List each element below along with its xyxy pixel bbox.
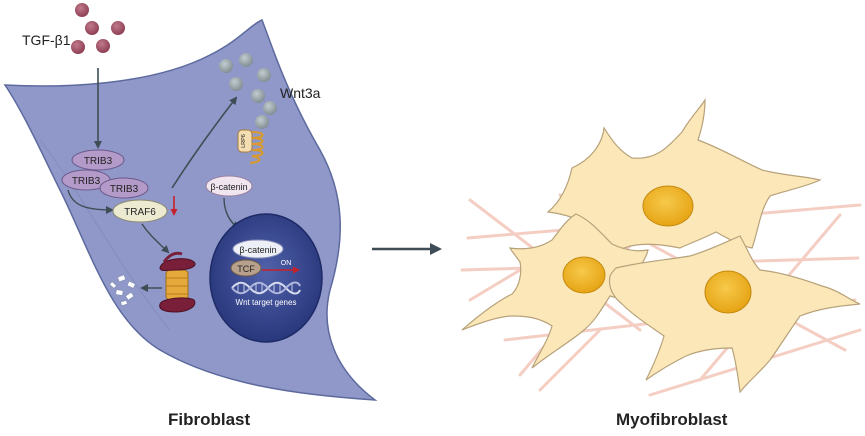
tgf-label: TGF-β1 bbox=[22, 32, 71, 48]
svg-text:TRIB3: TRIB3 bbox=[72, 176, 101, 187]
dna-helix bbox=[231, 281, 301, 295]
traf6-protein: TRAF6 bbox=[112, 199, 168, 223]
tcf-factor: TCF bbox=[230, 259, 262, 277]
myofibroblast-panel: Myofibroblast bbox=[460, 97, 862, 429]
myofibroblast-cell-left bbox=[461, 213, 660, 369]
myofibroblast-caption: Myofibroblast bbox=[616, 410, 728, 429]
on-label: ON bbox=[281, 260, 292, 267]
traf6-proteasome-arrow bbox=[141, 223, 170, 254]
proteasome bbox=[159, 251, 196, 313]
svg-text:TCF: TCF bbox=[237, 264, 255, 274]
svg-text:TRAF6: TRAF6 bbox=[124, 207, 156, 218]
trib3-right: TRIB3 bbox=[99, 177, 149, 199]
myofibroblast-nucleus-right bbox=[704, 270, 752, 314]
beta-catenin-cytoplasm: β-catenin bbox=[205, 175, 253, 197]
trib3-traf6-arrow bbox=[67, 189, 114, 214]
wnt-target-label: Wnt target genes bbox=[236, 298, 297, 307]
lrp6-receptor: LRP6 bbox=[237, 129, 264, 165]
wnt3a-label: Wnt3a bbox=[280, 85, 321, 101]
wnt3a-ligands bbox=[219, 53, 277, 129]
svg-text:β-catenin: β-catenin bbox=[239, 245, 276, 255]
fibroblast-panel: TGF-β1 TRIB3 TRIB3 TRIB3 TRAF6 bbox=[3, 3, 378, 429]
svg-text:TRIB3: TRIB3 bbox=[110, 184, 139, 195]
trib3-top: TRIB3 bbox=[71, 149, 125, 171]
svg-text:LRP6: LRP6 bbox=[241, 134, 247, 148]
myofibroblast-cell-right bbox=[608, 235, 861, 394]
transition-arrow bbox=[372, 243, 442, 255]
tgf-ligands bbox=[71, 3, 125, 54]
svg-text:TRIB3: TRIB3 bbox=[84, 156, 113, 167]
myofibroblast-nucleus-top bbox=[642, 185, 694, 227]
wnt-secretion-arrow bbox=[171, 96, 238, 189]
myofibroblast-nucleus-left bbox=[562, 256, 606, 294]
fibroblast-cell bbox=[3, 19, 378, 401]
degraded-fragments bbox=[108, 274, 137, 307]
svg-text:β-catenin: β-catenin bbox=[210, 182, 247, 192]
beta-catenin-nucleus: β-catenin bbox=[232, 239, 284, 259]
nucleus: β-catenin TCF ON Wnt target genes bbox=[209, 213, 323, 343]
fibroblast-caption: Fibroblast bbox=[168, 410, 251, 429]
